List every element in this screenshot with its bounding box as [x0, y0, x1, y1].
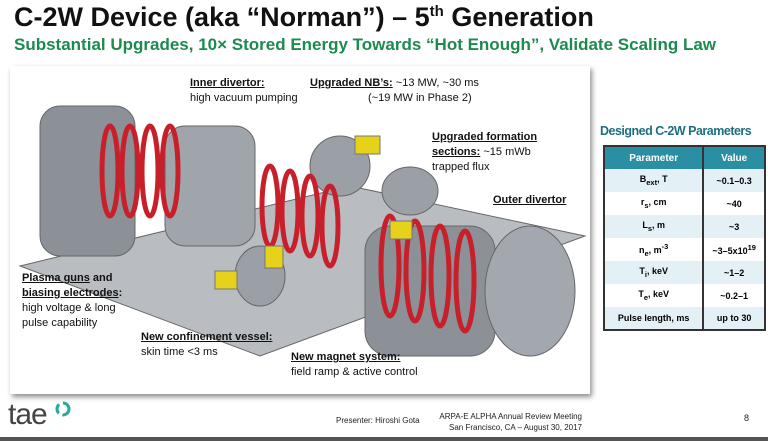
table-row: Ls, m~3 [603, 215, 765, 238]
table-row: ne, m-3~3–5x1019 [603, 238, 765, 261]
table-title: Designed C-2W Parameters [600, 124, 752, 138]
presenter: Presenter: Hiroshi Gota [336, 416, 420, 425]
table-row: Bext, T~0.1–0.3 [603, 169, 765, 192]
table-row: Te, keV~0.2–1 [603, 284, 765, 307]
page-number: 8 [744, 413, 750, 423]
label-upgraded-nbs: Upgraded NB’s: ~13 MW, ~30 ms(~19 MW in … [310, 77, 479, 104]
table-row: rs, cm~40 [603, 192, 765, 215]
label-inner-divertor: Inner divertor:high vacuum pumping [190, 77, 298, 104]
table-row: Ti, keV~1–2 [603, 261, 765, 284]
label-outer-divertor: Outer divertor [493, 194, 567, 206]
tae-logo: tae [8, 398, 71, 432]
slide-subtitle: Substantial Upgrades, 10× Stored Energy … [14, 35, 717, 54]
footer-divider [0, 437, 768, 441]
header-parameter: Parameter [604, 146, 704, 169]
label-confinement-vessel: New confinement vessel:skin time <3 ms [141, 331, 273, 358]
slide-title: C-2W Device (aka “Norman”) – 5th Generat… [14, 2, 594, 32]
device-illustration: Inner divertor:high vacuum pumping Upgra… [10, 66, 590, 394]
swirl-logo-icon [55, 401, 71, 417]
header-value: Value [702, 146, 765, 169]
device-drawing [18, 105, 587, 357]
label-magnet-system: New magnet system:field ramp & active co… [291, 351, 418, 378]
